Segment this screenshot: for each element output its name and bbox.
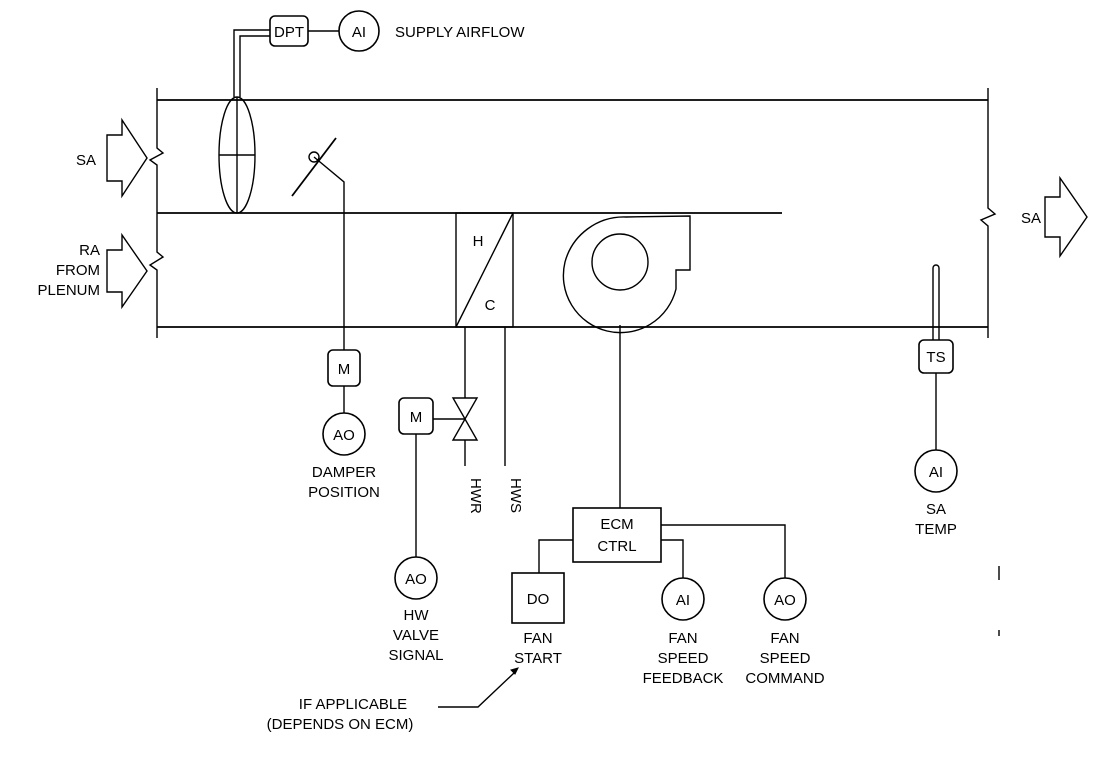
ecm-fan	[562, 215, 691, 508]
hw-valve	[433, 397, 479, 441]
note-line1: IF APPLICABLE	[299, 696, 407, 713]
sa-inlet-arrow	[106, 117, 148, 199]
hwr-label: HWR	[467, 478, 484, 514]
ts-label: TS	[926, 349, 945, 366]
sa-temp-ai-circle	[914, 449, 958, 493]
fan-command-ao-circle	[763, 577, 807, 621]
supply-airflow-label: SUPPLY AIRFLOW	[395, 24, 525, 41]
fan-command-line3: COMMAND	[745, 670, 824, 687]
sa-outlet-label: SA	[1021, 210, 1041, 227]
fan-command-line1: FAN	[770, 630, 799, 647]
note-line2: (DEPENDS ON ECM)	[267, 716, 414, 733]
ecm-ctrl-box	[572, 507, 662, 563]
fan-command-line2: SPEED	[760, 650, 811, 667]
damper-ao-circle	[322, 412, 366, 456]
fan-feedback-line3: FEEDBACK	[643, 670, 724, 687]
note-leader	[438, 667, 519, 708]
ai-airflow-circle	[338, 10, 380, 52]
sa-temp-sensor	[932, 264, 940, 340]
hw-valve-line3: SIGNAL	[388, 647, 443, 664]
ra-label-line1: RA	[79, 242, 100, 259]
airflow-station	[218, 29, 270, 214]
ecm-ctrl-line2: CTRL	[597, 538, 636, 555]
fan-command-ao-label: AO	[774, 592, 796, 609]
fan-feedback-ai-circle	[661, 577, 705, 621]
heating-coil	[455, 212, 514, 328]
coil-h-label: H	[473, 233, 484, 250]
sa-inlet-label: SA	[76, 152, 96, 169]
valve-actuator-label: M	[410, 409, 423, 426]
sa-temp-ai-label: AI	[929, 464, 943, 481]
ra-label-line3: PLENUM	[37, 282, 100, 299]
sa-temp-line2: TEMP	[915, 521, 957, 538]
ecm-ctrl-line1: ECM	[600, 516, 633, 533]
fan-feedback-line2: SPEED	[658, 650, 709, 667]
fan-start-line1: FAN	[523, 630, 552, 647]
hw-valve-line2: VALVE	[393, 627, 439, 644]
fan-feedback-line1: FAN	[668, 630, 697, 647]
sa-outlet-arrow	[1044, 175, 1088, 259]
coil-c-label: C	[485, 297, 496, 314]
dpt-label: DPT	[274, 24, 304, 41]
hw-piping	[464, 327, 506, 466]
damper-ao-label: AO	[333, 427, 355, 444]
hw-ao-label: AO	[405, 571, 427, 588]
hws-label: HWS	[507, 478, 524, 513]
ecm-wiring	[538, 524, 786, 578]
fan-start-line2: START	[514, 650, 562, 667]
ra-inlet-arrow	[106, 232, 148, 310]
fan-start-do-box	[511, 572, 565, 624]
fan-start-do-label: DO	[527, 591, 550, 608]
ra-label-line2: FROM	[56, 262, 100, 279]
damper-position-line2: POSITION	[308, 484, 380, 501]
damper	[291, 137, 345, 350]
ai-airflow-label: AI	[352, 24, 366, 41]
hw-valve-line1: HW	[404, 607, 430, 624]
hw-ao-circle	[394, 556, 438, 600]
damper-position-line1: DAMPER	[312, 464, 376, 481]
damper-actuator-label: M	[338, 361, 351, 378]
duct-outline	[148, 88, 997, 338]
fan-feedback-ai-label: AI	[676, 592, 690, 609]
sa-temp-line1: SA	[926, 501, 946, 518]
